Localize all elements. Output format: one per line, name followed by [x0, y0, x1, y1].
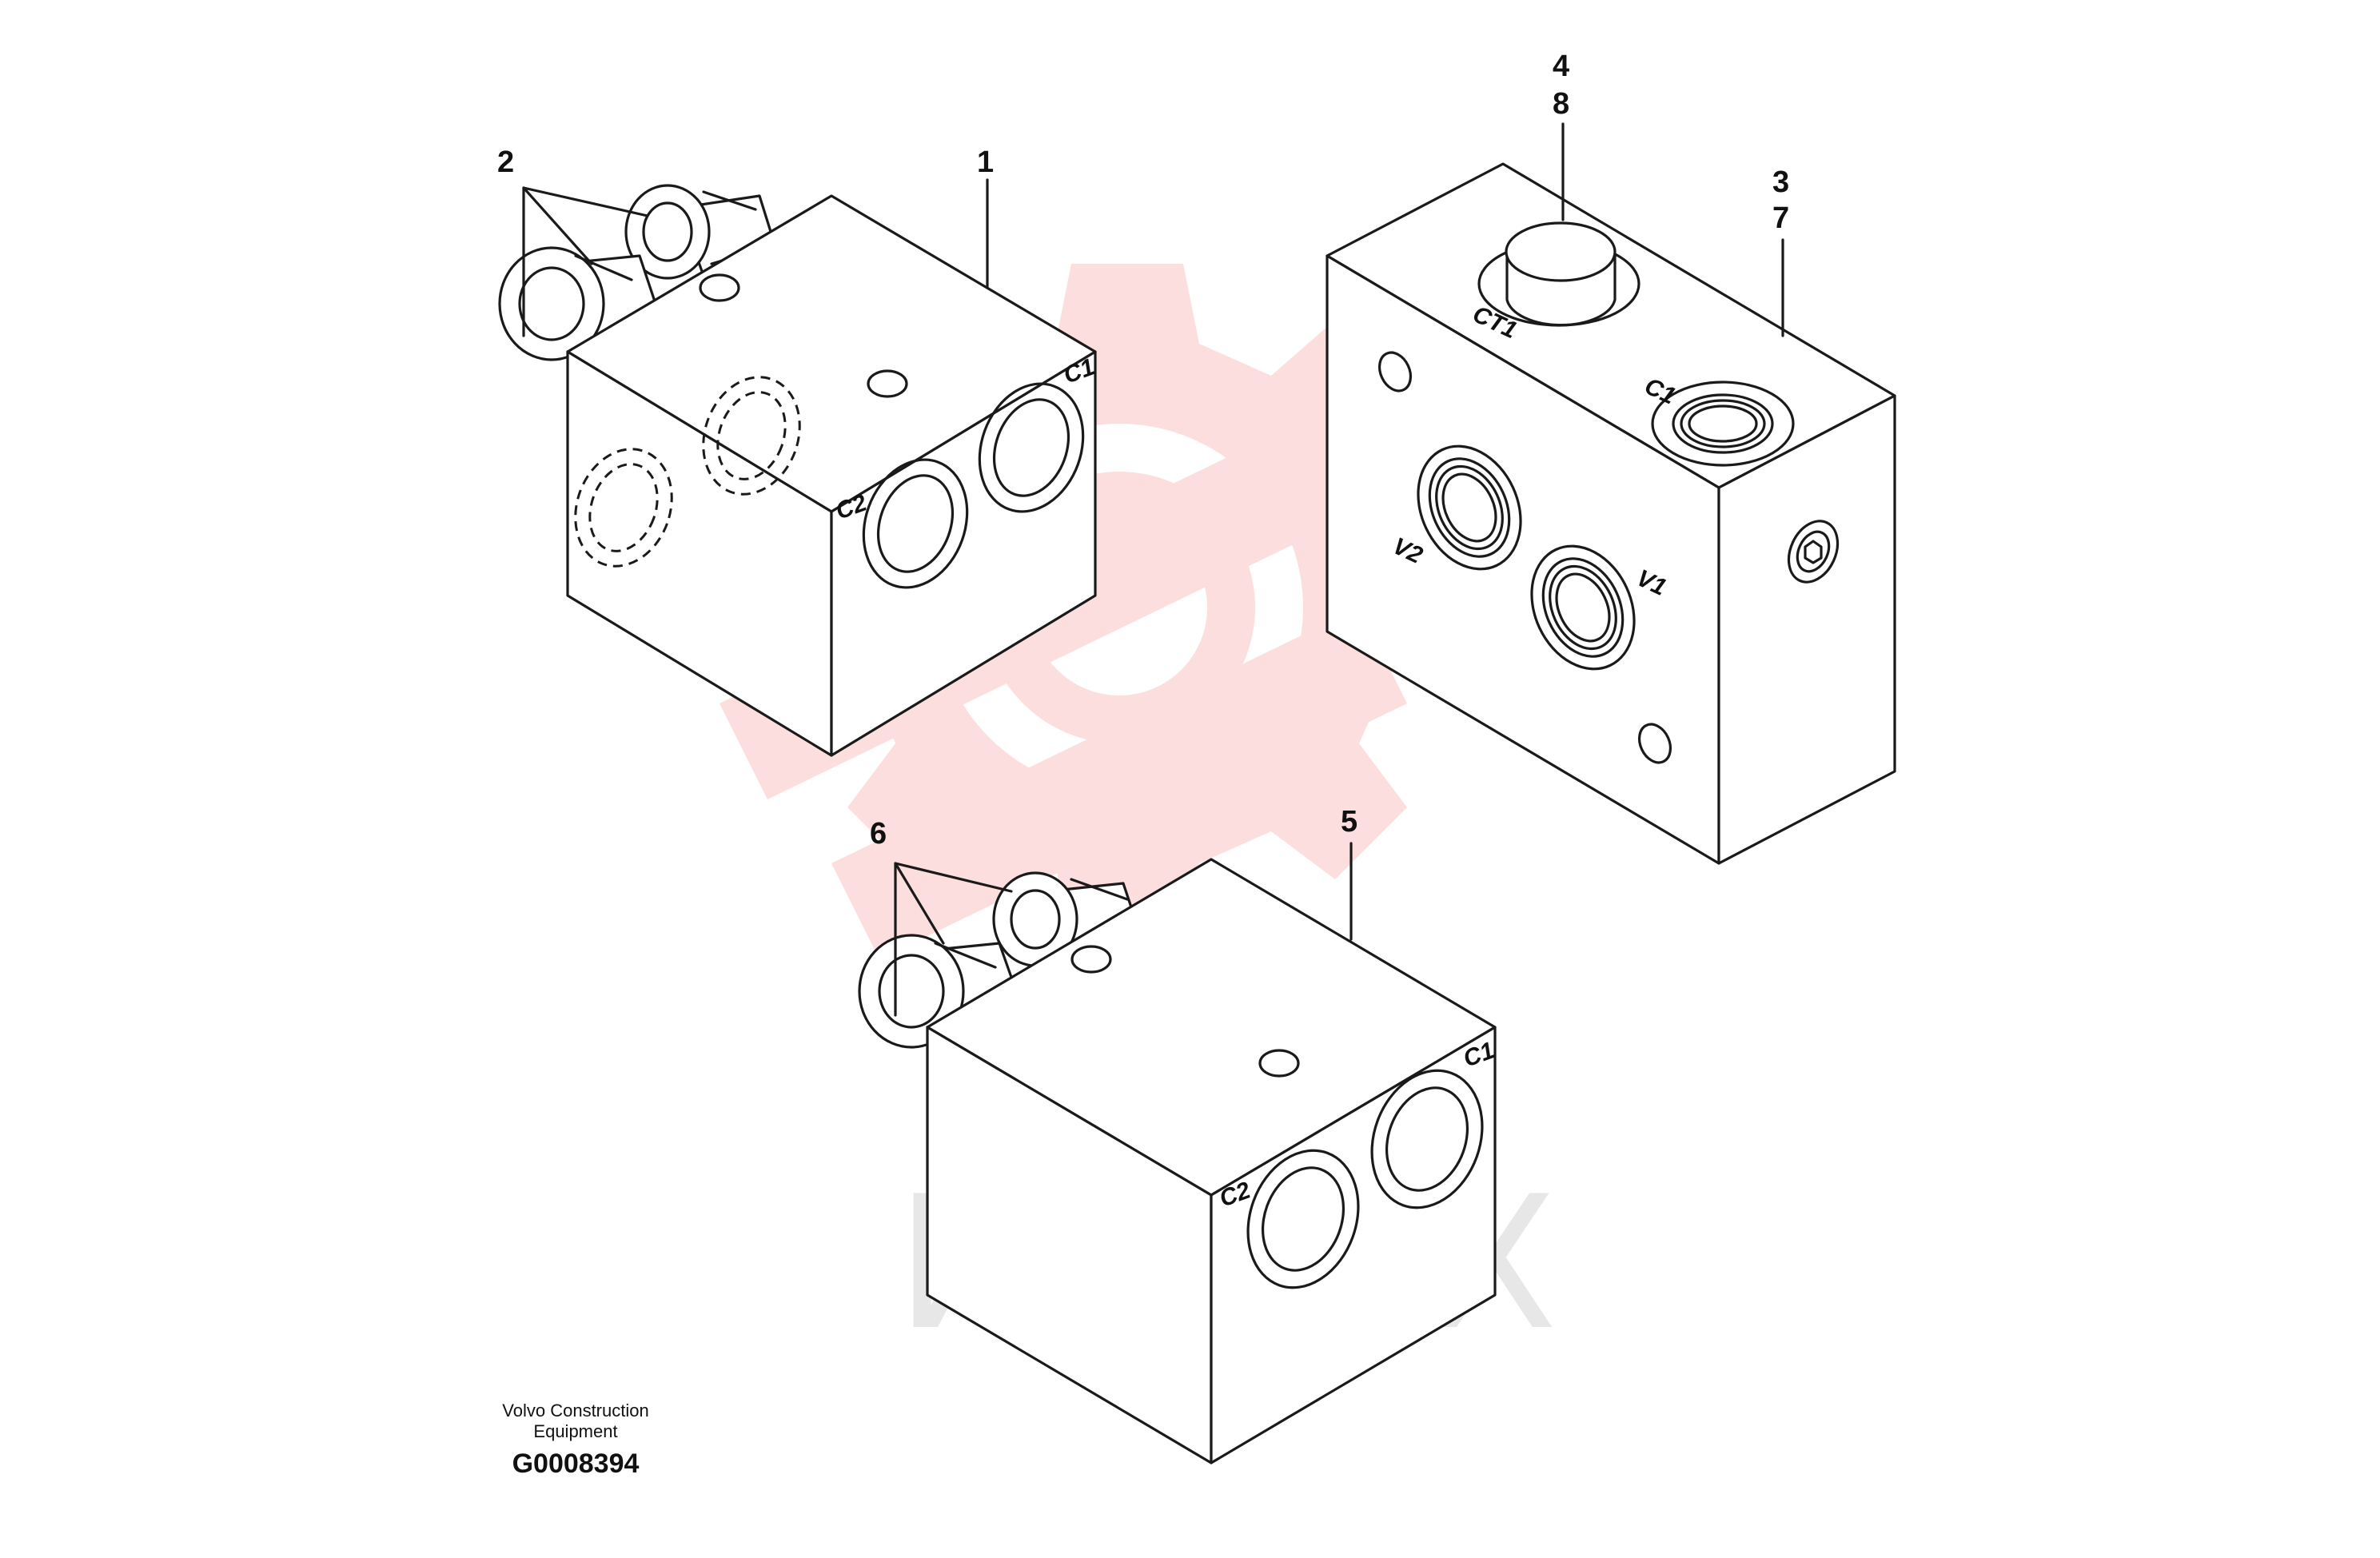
- brand-line-1: Volvo Construction: [502, 1401, 648, 1421]
- callout-7: 7: [1772, 201, 1789, 235]
- valve-block-3: C2 C1: [858, 858, 1497, 1464]
- block-2-port-v1: [1530, 544, 1636, 671]
- block-2-port-v2: [1417, 444, 1522, 571]
- block-3-right-face: [1210, 1026, 1497, 1464]
- block-1-port-c1: [978, 382, 1085, 513]
- leader-2b: [522, 186, 593, 265]
- block-2-right-face: [1717, 394, 1896, 865]
- callout-1: 1: [977, 145, 994, 179]
- brand-line-2: Equipment: [533, 1421, 617, 1441]
- block-2-port-c1: [1651, 381, 1795, 467]
- callout-4: 4: [1553, 50, 1569, 83]
- callout-8: 8: [1553, 87, 1569, 121]
- block-1-right-face: [830, 350, 1097, 757]
- callout-5: 5: [1341, 805, 1357, 839]
- block-2-plug-ct1: [1477, 221, 1640, 327]
- valve-block-2: CT1 C1 V2 V1: [1326, 162, 1896, 865]
- drawing-code: G0008394: [512, 1448, 640, 1479]
- callout-6: 6: [870, 817, 887, 851]
- block-2-hex-plug: [1787, 520, 1840, 584]
- valve-block-1: C2 C1: [498, 184, 1098, 757]
- block-3-port-c2: [1246, 1149, 1360, 1289]
- block-3-port-c1: [1370, 1069, 1484, 1209]
- leader-6b: [894, 862, 945, 945]
- block-1-port-c2: [862, 458, 969, 589]
- callout-2: 2: [497, 145, 514, 179]
- callout-3: 3: [1772, 165, 1789, 199]
